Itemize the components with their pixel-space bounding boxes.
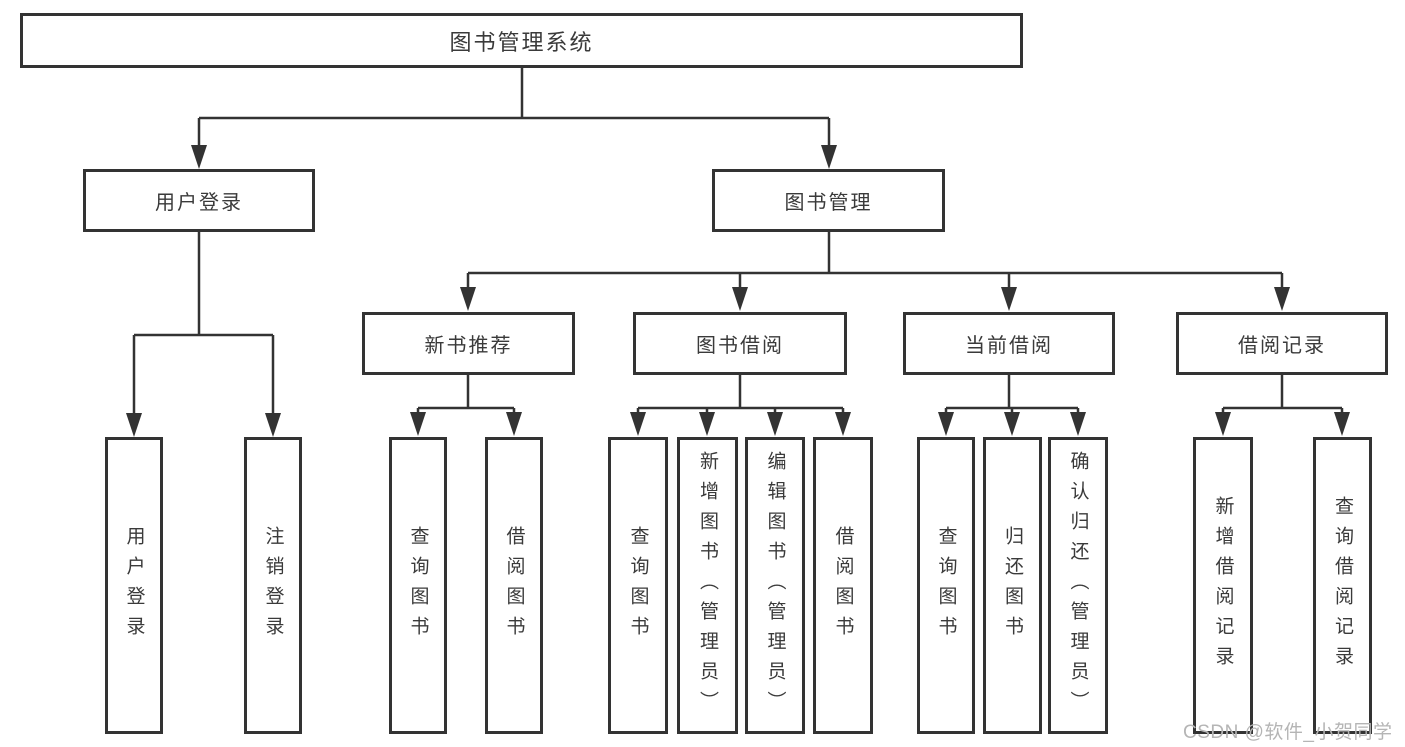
node-label: 确认归还（管理员） (1067, 450, 1089, 721)
leaf-confirm-return-admin: 确认归还（管理员） (1048, 437, 1108, 734)
node-label: 新书推荐 (424, 335, 513, 357)
node-label: 图书管理系统 (449, 29, 594, 55)
node-label: 新增图书（管理员） (697, 450, 718, 721)
leaf-user-login: 用户登录 (105, 437, 163, 734)
leaf-edit-books-admin: 编辑图书（管理员） (745, 437, 805, 734)
leaf-query-books-current: 查询图书 (917, 437, 975, 734)
leaf-query-books-borrowing: 查询图书 (608, 437, 668, 734)
node-label: 用户登录 (123, 525, 145, 646)
node-new-book-recommend: 新书推荐 (362, 312, 575, 375)
node-borrowing-records: 借阅记录 (1176, 312, 1388, 375)
node-label: 借阅记录 (1238, 335, 1326, 357)
node-label: 当前借阅 (965, 335, 1053, 357)
node-label: 查询图书 (627, 525, 649, 646)
node-book-borrowing: 图书借阅 (633, 312, 847, 375)
node-label: 归还图书 (1002, 525, 1023, 646)
node-current-borrowing: 当前借阅 (903, 312, 1115, 375)
node-book-management: 图书管理 (712, 169, 945, 232)
node-label: 图书管理 (784, 192, 873, 214)
leaf-logout: 注销登录 (244, 437, 302, 734)
leaf-return-books: 归还图书 (983, 437, 1042, 734)
arrowhead-icons (126, 145, 1350, 437)
node-label: 查询借阅记录 (1332, 495, 1353, 676)
node-label: 借阅图书 (503, 525, 525, 646)
node-root-system: 图书管理系统 (20, 13, 1023, 68)
leaf-borrow-books-recommend: 借阅图书 (485, 437, 543, 734)
leaf-borrow-books: 借阅图书 (813, 437, 873, 734)
node-label: 注销登录 (262, 525, 284, 646)
leaf-add-books-admin: 新增图书（管理员） (677, 437, 738, 734)
watermark: CSDN @软件_小贺同学 (1183, 722, 1393, 743)
node-user-login: 用户登录 (83, 169, 315, 232)
node-label: 借阅图书 (832, 525, 854, 646)
leaf-query-borrow-record: 查询借阅记录 (1313, 437, 1372, 734)
node-label: 查询图书 (935, 525, 957, 646)
node-label: 新增借阅记录 (1212, 495, 1234, 676)
leaf-add-borrow-record: 新增借阅记录 (1193, 437, 1253, 734)
node-label: 用户登录 (155, 192, 243, 214)
leaf-query-books-recommend: 查询图书 (389, 437, 447, 734)
node-label: 查询图书 (407, 525, 429, 646)
node-label: 图书借阅 (696, 335, 784, 357)
node-label: 编辑图书（管理员） (764, 450, 786, 721)
